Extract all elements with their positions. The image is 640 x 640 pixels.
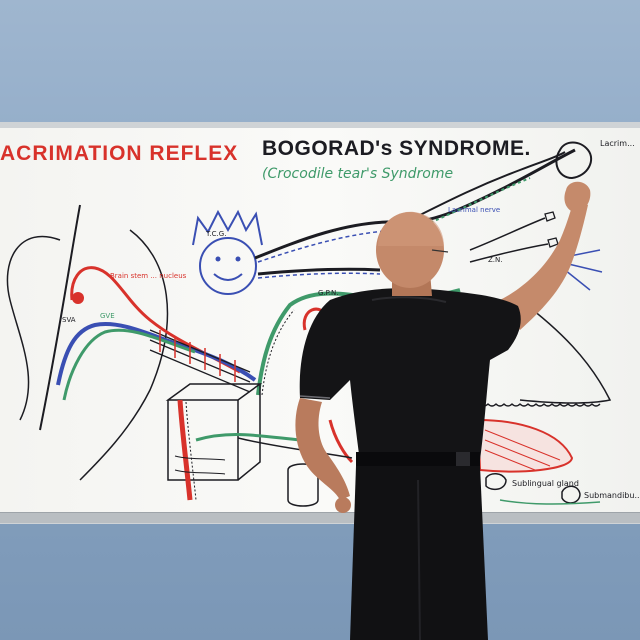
label-sublingual: Sublingual gland [512,479,579,488]
teeth-line [479,403,601,407]
bundle-hatching [159,330,236,382]
label-submandibular: Submandibu... [584,491,640,500]
gpn-hatching [261,309,295,396]
red-vertical-nerve [177,399,193,501]
green-nerve-fibre [62,328,196,401]
face-eye-left [215,256,221,262]
label-brainstem: Brain stem ... nucleus [110,272,187,280]
green-lower-branch [195,433,301,442]
red-vertical-hatching [185,401,197,501]
blue-nerve-fibre [56,322,257,386]
lacrimal-nerve-green [424,177,531,226]
crown-icon [192,209,263,246]
small-ganglia [544,211,559,248]
presenter-head-highlight [378,211,444,246]
label-lacrimal: Lacrim... [600,139,635,148]
ganglion-box-top [165,383,263,401]
presenter [295,181,591,640]
head-outline-line [39,204,81,431]
shirt-collar [371,296,447,303]
presenter-belt [356,452,480,466]
presenter-shirt [299,288,521,462]
presenter-left-hand [335,497,351,513]
title-bogorads-syndrome: BOGORAD's SYNDROME. [262,137,531,160]
title-lacrimation-reflex: ACRIMATION REFLEX [0,142,238,165]
chorda-tympani-red [328,419,354,464]
belt-buckle [456,452,470,466]
label-lacrimal-nerve: Lacrimal nerve [448,206,500,214]
maxillary-branch [257,267,381,276]
green-duct-line [499,499,601,505]
label-zn: Z.N. [488,256,502,264]
facial-nerve-bundle [149,329,251,393]
face-eye-right [235,256,241,262]
label-gve: GVE [100,312,115,320]
smiley-face-icon [199,237,257,295]
presenter-left-arm [295,398,350,500]
presenter-hand [564,181,591,212]
ophthalmic-branch [254,148,576,260]
lacrimal-gland-icon [555,141,593,180]
mandible-outline [519,299,612,404]
subtitle-crocodile-tears: (Crocodile tear's Syndrome [262,166,453,182]
blue-fan-branches [559,239,603,291]
nucleus-dot [72,292,84,304]
sublingual-lobule-icon [485,473,507,491]
sublingual-hatching [484,429,561,471]
lower-black-branch [237,437,353,459]
zygomatic-branches [469,217,549,263]
lacrimal-nerve [419,151,566,216]
face-smile [213,273,243,281]
label-gpn: G.P.N. [318,289,338,297]
label-tcg: T.C.G. [205,230,226,238]
sleeve-trim [299,395,331,399]
marker-tray [0,512,640,523]
presenter-raised-arm [500,198,588,330]
label-sva: SVA [62,316,76,324]
glasses-icon [431,249,449,253]
maxillary-branch-hatching [257,272,381,279]
ganglion-box [167,384,261,481]
box-scribble [174,455,226,475]
parotid-gland-icon [287,463,319,507]
trouser-seam [417,479,421,640]
submandibular-gland-icon [561,485,581,504]
brainstem-outline [79,229,169,481]
ear-outline [6,235,61,421]
